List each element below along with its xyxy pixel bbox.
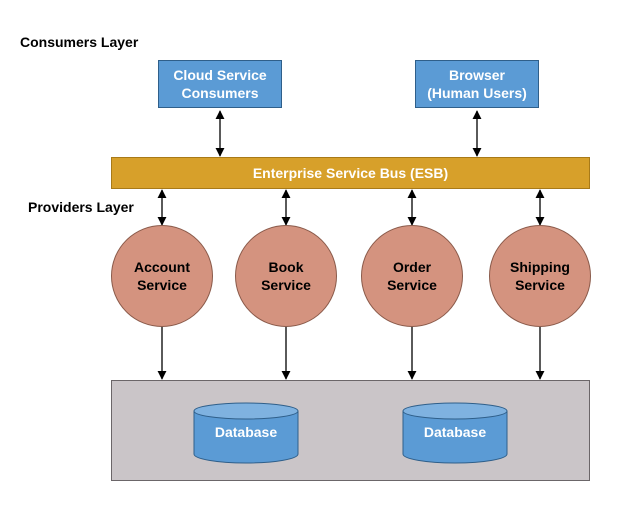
service-label-line1: Account bbox=[134, 259, 190, 275]
order-service-node: Order Service bbox=[361, 225, 463, 327]
shipping-service-node: Shipping Service bbox=[489, 225, 591, 327]
database-label: Database bbox=[214, 424, 278, 440]
service-label-line2: Service bbox=[387, 277, 437, 293]
database-cylinder-2: Database bbox=[402, 402, 508, 464]
consumers-layer-label: Consumers Layer bbox=[20, 34, 139, 50]
consumer-label-line2: Consumers bbox=[181, 85, 259, 101]
database-icon bbox=[402, 402, 508, 464]
providers-layer-label: Providers Layer bbox=[28, 199, 134, 215]
service-label-line2: Service bbox=[515, 277, 565, 293]
service-label-line2: Service bbox=[261, 277, 311, 293]
database-icon bbox=[193, 402, 299, 464]
book-service-node: Book Service bbox=[235, 225, 337, 327]
consumer-label-line2: (Human Users) bbox=[427, 85, 527, 101]
database-label: Database bbox=[423, 424, 487, 440]
consumer-label-line1: Cloud Service bbox=[173, 67, 267, 83]
service-label-line1: Order bbox=[392, 259, 432, 275]
consumer-label-line1: Browser bbox=[448, 67, 506, 83]
cloud-service-consumers-box: Cloud Service Consumers bbox=[158, 60, 282, 108]
account-service-node: Account Service bbox=[111, 225, 213, 327]
enterprise-service-bus: Enterprise Service Bus (ESB) bbox=[111, 157, 590, 189]
service-label-line1: Book bbox=[268, 259, 304, 275]
browser-human-users-box: Browser (Human Users) bbox=[415, 60, 539, 108]
data-tier-container bbox=[111, 380, 590, 481]
service-label-line1: Shipping bbox=[510, 259, 570, 275]
database-cylinder-1: Database bbox=[193, 402, 299, 464]
esb-label: Enterprise Service Bus (ESB) bbox=[252, 165, 449, 181]
service-label-line2: Service bbox=[137, 277, 187, 293]
